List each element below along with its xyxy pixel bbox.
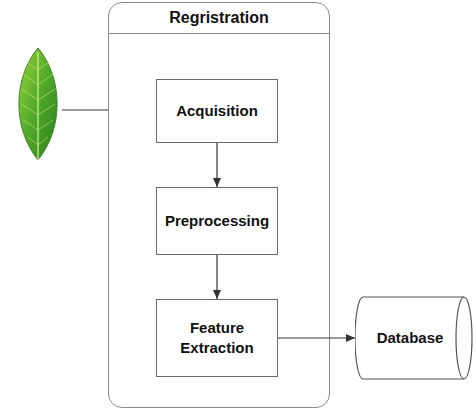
leaf-midrib: [37, 52, 38, 160]
flow-arrow: [216, 143, 217, 187]
process-box: Preprocessing: [156, 187, 278, 255]
node-label: Database: [371, 328, 458, 348]
node-label: Acquisition: [170, 101, 264, 121]
registration-group: RegristrationAcquisitionPreprocessingFea…: [108, 2, 330, 408]
group-title: Regristration: [109, 3, 329, 34]
node-label: Feature Extraction: [157, 318, 277, 358]
database-cylinder: Database: [355, 296, 473, 380]
flow-arrow: [216, 255, 217, 299]
process-box: Acquisition: [156, 79, 278, 143]
process-box: Feature Extraction: [156, 299, 278, 377]
flow-arrow: [278, 337, 355, 338]
node-label: Preprocessing: [159, 211, 275, 231]
cylinder-body: [355, 297, 472, 379]
leaf-blade: [19, 48, 57, 160]
cylinder-end: [456, 297, 464, 379]
leaf-veins: [21, 62, 55, 145]
